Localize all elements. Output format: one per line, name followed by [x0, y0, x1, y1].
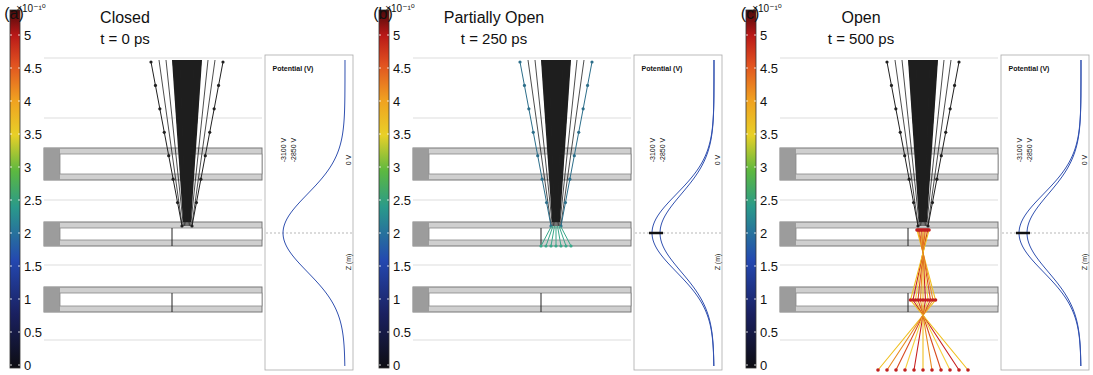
colorbar [10, 10, 20, 368]
colorbar-tick: 2 [23, 227, 32, 240]
grid-line [780, 118, 998, 119]
colorbar [379, 10, 389, 368]
colorbar-exponent: ×10⁻¹⁰ [752, 4, 782, 14]
colorbar-tick: 2.5 [23, 194, 43, 207]
colorbar-tick: 5 [23, 29, 32, 42]
axis-label: Z (m) [345, 254, 352, 271]
axis-title: Potential (V) [642, 65, 683, 72]
electrode-plate [780, 287, 998, 312]
colorbar-tick: 0 [392, 359, 401, 372]
colorbar-tick: 2 [759, 227, 768, 240]
electrode-plate [44, 287, 262, 312]
voltage-label: -3100 V [1016, 138, 1023, 163]
time-label: t = 0 ps [100, 31, 150, 46]
voltage-label: -3100 V [649, 138, 656, 163]
colorbar-tick: 1 [23, 293, 32, 306]
colorbar-tick: 3 [23, 161, 32, 174]
electrode-plate [413, 148, 631, 180]
colorbar-tick: 3 [392, 161, 401, 174]
colorbar-tick: 4.5 [759, 62, 779, 75]
colorbar-tick: 3.5 [392, 128, 412, 141]
colorbar-exponent: ×10⁻¹⁰ [385, 4, 415, 14]
potential-plot [1001, 55, 1089, 370]
grid-line [44, 265, 262, 266]
voltage-label: -2850 V [659, 138, 666, 163]
colorbar-tick: 1.5 [392, 260, 412, 273]
colorbar-tick: 1 [392, 293, 401, 306]
panel-title: Partially Open [444, 10, 545, 26]
axis-title: Potential (V) [1009, 65, 1050, 72]
grid-line [413, 118, 631, 119]
colorbar-tick: 3 [759, 161, 768, 174]
colorbar-tick: 2.5 [392, 194, 412, 207]
colorbar-tick: 4 [392, 95, 401, 108]
grid-line [44, 118, 262, 119]
axis-title: Potential (V) [273, 65, 314, 72]
colorbar [746, 10, 756, 368]
colorbar-tick: 5 [392, 29, 401, 42]
colorbar-tick: 0 [23, 359, 32, 372]
colorbar-tick: 4.5 [392, 62, 412, 75]
colorbar-tick: 0.5 [392, 326, 412, 339]
colorbar-tick: 1.5 [759, 260, 779, 273]
voltage-label: -2850 V [1026, 138, 1033, 163]
colorbar-tick: 1 [759, 293, 768, 306]
colorbar-exponent: ×10⁻¹⁰ [16, 4, 46, 14]
colorbar-tick: 2.5 [759, 194, 779, 207]
electrode-plate [413, 287, 631, 312]
time-label: t = 500 ps [828, 31, 894, 46]
grid-line [780, 340, 998, 341]
grid-line [413, 58, 631, 59]
voltage-label: -2850 V [290, 138, 297, 163]
grid-line [44, 58, 262, 59]
colorbar-tick: 0 [759, 359, 768, 372]
electrode-plate [780, 148, 998, 180]
grid-line [780, 265, 998, 266]
electrode-plate [413, 222, 631, 246]
potential-plot [634, 55, 722, 370]
axis-label: Z (m) [1081, 254, 1088, 271]
grid-line [780, 58, 998, 59]
panel-art [10, 10, 353, 370]
electron-trajectories [518, 60, 593, 248]
electrode-plate [780, 222, 998, 246]
grid-line [780, 200, 998, 201]
time-label: t = 250 ps [461, 31, 527, 46]
electrode-plate [44, 148, 262, 180]
electrode-plate [44, 222, 262, 246]
colorbar-tick: 4 [23, 95, 32, 108]
panel-title: Open [841, 10, 880, 26]
colorbar-tick: 0.5 [759, 326, 779, 339]
colorbar-tick: 4 [759, 95, 768, 108]
voltage-label: 0 V [345, 155, 352, 166]
colorbar-tick: 0.5 [23, 326, 43, 339]
colorbar-tick: 1.5 [23, 260, 43, 273]
electron-trajectories [876, 60, 970, 372]
potential-plot [265, 55, 353, 370]
grid-line [44, 200, 262, 201]
grid-line [413, 265, 631, 266]
axis-label: Z (m) [714, 254, 721, 271]
panel-art [379, 10, 722, 370]
grid-line [44, 340, 262, 341]
grid-line [413, 340, 631, 341]
colorbar-tick: 3.5 [23, 128, 43, 141]
grid-line [413, 200, 631, 201]
voltage-label: -3100 V [280, 138, 287, 163]
panel-title: Closed [100, 10, 150, 26]
colorbar-tick: 3.5 [759, 128, 779, 141]
voltage-label: 0 V [714, 155, 721, 166]
electron-trajectories [149, 60, 224, 228]
panel-art [746, 10, 1089, 372]
colorbar-tick: 2 [392, 227, 401, 240]
voltage-label: 0 V [1081, 155, 1088, 166]
colorbar-tick: 5 [759, 29, 768, 42]
colorbar-tick: 4.5 [23, 62, 43, 75]
